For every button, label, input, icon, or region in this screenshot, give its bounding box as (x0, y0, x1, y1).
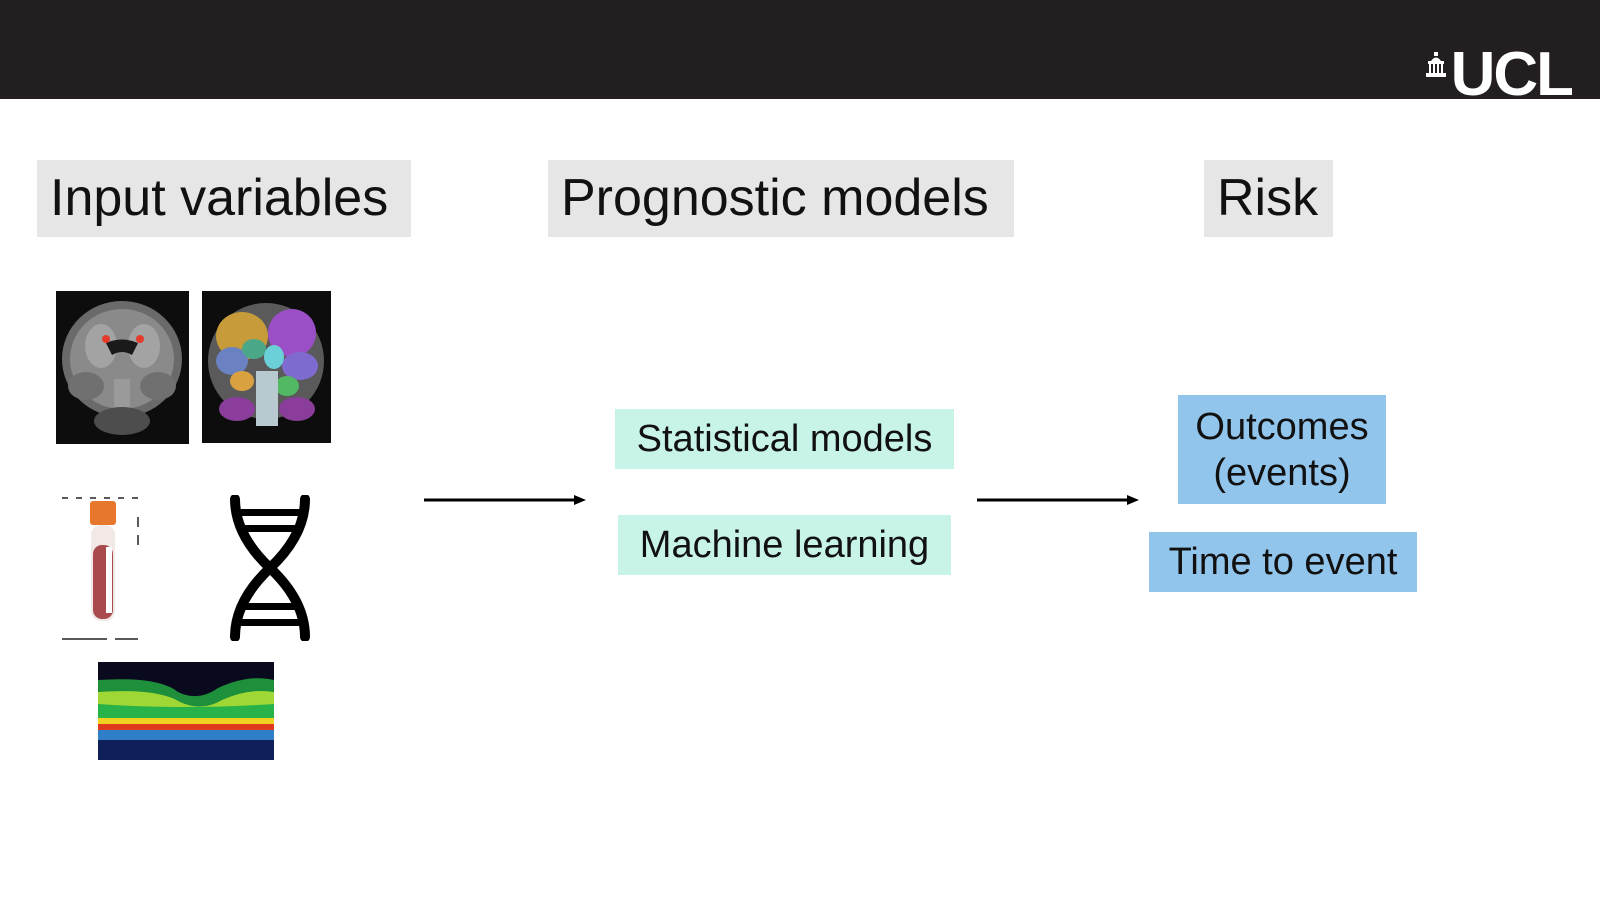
ucl-logo: UCL (1425, 50, 1572, 100)
outcomes-line1: Outcomes (1195, 405, 1369, 448)
arrow-to-risk (977, 495, 1139, 505)
brain-mri-lesion-image (56, 291, 189, 444)
top-bar: UCL (0, 0, 1600, 100)
header-input-variables: Input variables (37, 160, 411, 237)
brain-mri-segmentation-image (202, 291, 331, 443)
logo-text: UCL (1450, 50, 1572, 100)
machine-learning-box: Machine learning (618, 515, 951, 575)
portico-icon (1425, 52, 1446, 77)
dna-icon (230, 495, 310, 641)
header-risk: Risk (1204, 160, 1333, 237)
outcomes-box: Outcomes (events) (1178, 395, 1386, 504)
statistical-models-box: Statistical models (615, 409, 954, 469)
retinal-oct-image (98, 662, 274, 760)
time-to-event-box: Time to event (1149, 532, 1417, 592)
outcomes-line2: (events) (1213, 451, 1351, 494)
arrow-to-models (424, 495, 586, 505)
blood-tube-icon (62, 497, 139, 640)
header-prognostic-models: Prognostic models (548, 160, 1014, 237)
